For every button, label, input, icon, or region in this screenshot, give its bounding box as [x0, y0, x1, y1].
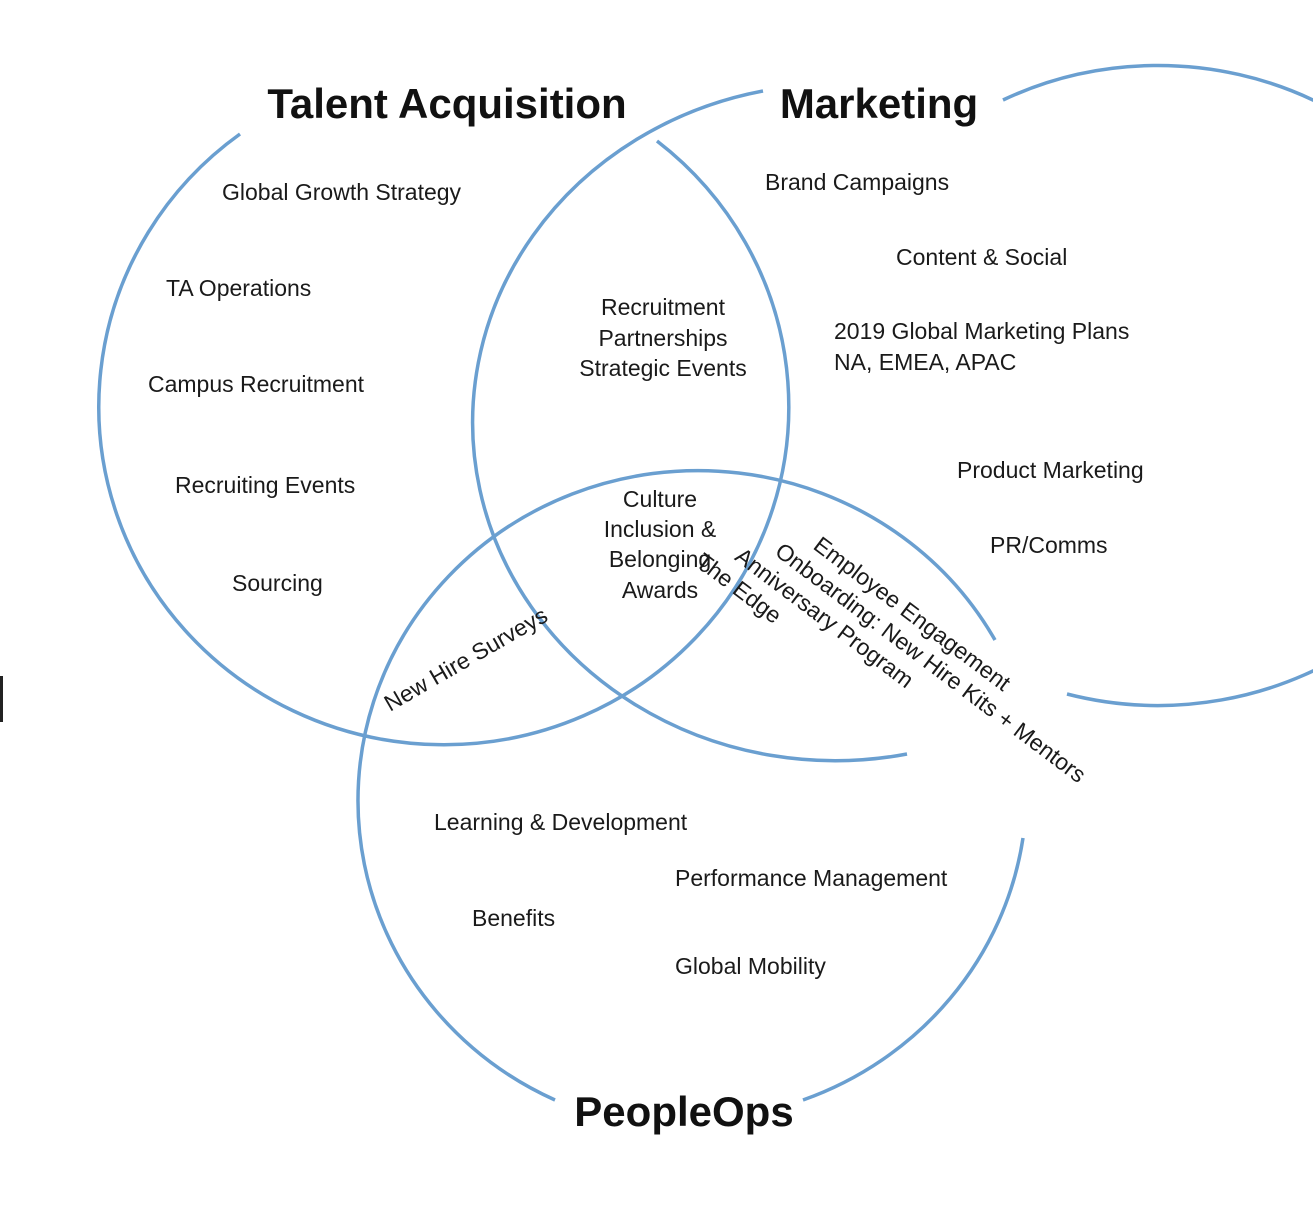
title-peopleops: PeopleOps [574, 1088, 793, 1135]
overlap-ta-marketing-line3: Strategic Events [579, 355, 746, 381]
item-content-social: Content & Social [896, 244, 1067, 270]
circle-talent-acquisition [97, 132, 791, 747]
overlap-ta-marketing-line1: Recruitment [601, 294, 726, 320]
item-marketing-regions: NA, EMEA, APAC [834, 349, 1016, 375]
center-culture: Culture [623, 486, 697, 512]
overlap-ta-peopleops-new-hire-surveys: New Hire Surveys [380, 602, 552, 717]
center-awards: Awards [622, 577, 698, 603]
item-benefits: Benefits [472, 905, 555, 931]
circle-marketing [1002, 63, 1313, 708]
circle-peopleops [356, 468, 997, 1102]
item-recruiting-events: Recruiting Events [175, 472, 355, 498]
item-global-mobility: Global Mobility [675, 953, 826, 979]
overlap-mp-onboarding: Onboarding: New Hire Kits + Mentors [771, 537, 1091, 787]
item-product-marketing: Product Marketing [957, 457, 1144, 483]
edge-mark [0, 676, 3, 722]
title-talent-acquisition: Talent Acquisition [267, 80, 626, 127]
item-global-growth-strategy: Global Growth Strategy [222, 179, 462, 205]
circle-peopleops-right [802, 837, 1025, 1102]
item-marketing-plans: 2019 Global Marketing Plans [834, 318, 1129, 344]
item-brand-campaigns: Brand Campaigns [765, 169, 949, 195]
item-learning-development: Learning & Development [434, 809, 688, 835]
overlap-ta-marketing-line2: Partnerships [598, 325, 727, 351]
circle-marketing-left [470, 89, 908, 763]
item-ta-operations: TA Operations [166, 275, 311, 301]
item-performance-management: Performance Management [675, 865, 948, 891]
center-inclusion: Inclusion & [604, 516, 717, 542]
title-marketing: Marketing [780, 80, 978, 127]
item-campus-recruitment: Campus Recruitment [148, 371, 365, 397]
item-pr-comms: PR/Comms [990, 532, 1108, 558]
center-belonging: Belonging [609, 546, 711, 572]
item-sourcing: Sourcing [232, 570, 323, 596]
